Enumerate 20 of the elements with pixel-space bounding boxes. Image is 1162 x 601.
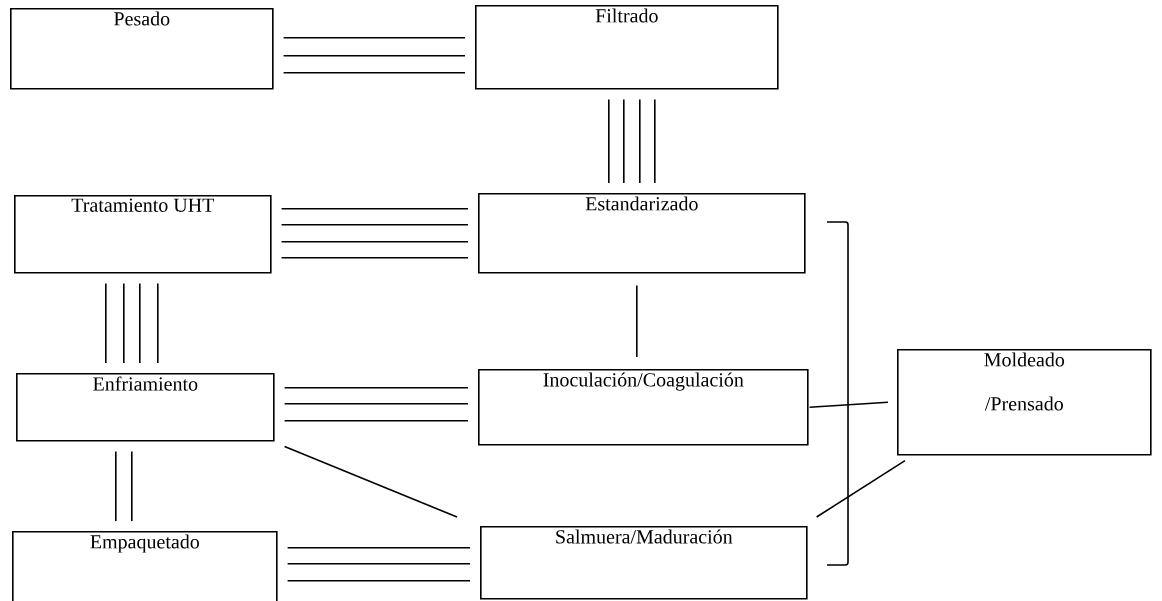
connector-line [636,284,638,358]
process-box: Empaquetado [12,531,278,601]
parallel-lines [115,450,133,522]
connector-line [283,445,458,518]
process-box: Estandarizado [478,193,806,274]
parallel-lines [608,98,656,184]
connector-line [815,459,906,518]
process-box: Moldeado /Prensado [897,349,1152,456]
parallel-lines [286,547,471,582]
parallel-lines [280,208,469,259]
process-box: Inoculación/Coagulación [478,369,809,446]
process-box: Pesado [10,8,274,90]
process-box: Salmuera/Maduración [480,526,808,600]
process-box: Filtrado [475,5,779,90]
parallel-lines [105,282,159,364]
process-box: Enfriamiento [16,373,275,442]
parallel-lines [283,387,469,422]
process-box: Tratamiento UHT [14,195,272,274]
parallel-lines [282,37,466,74]
connector-line [808,401,889,409]
